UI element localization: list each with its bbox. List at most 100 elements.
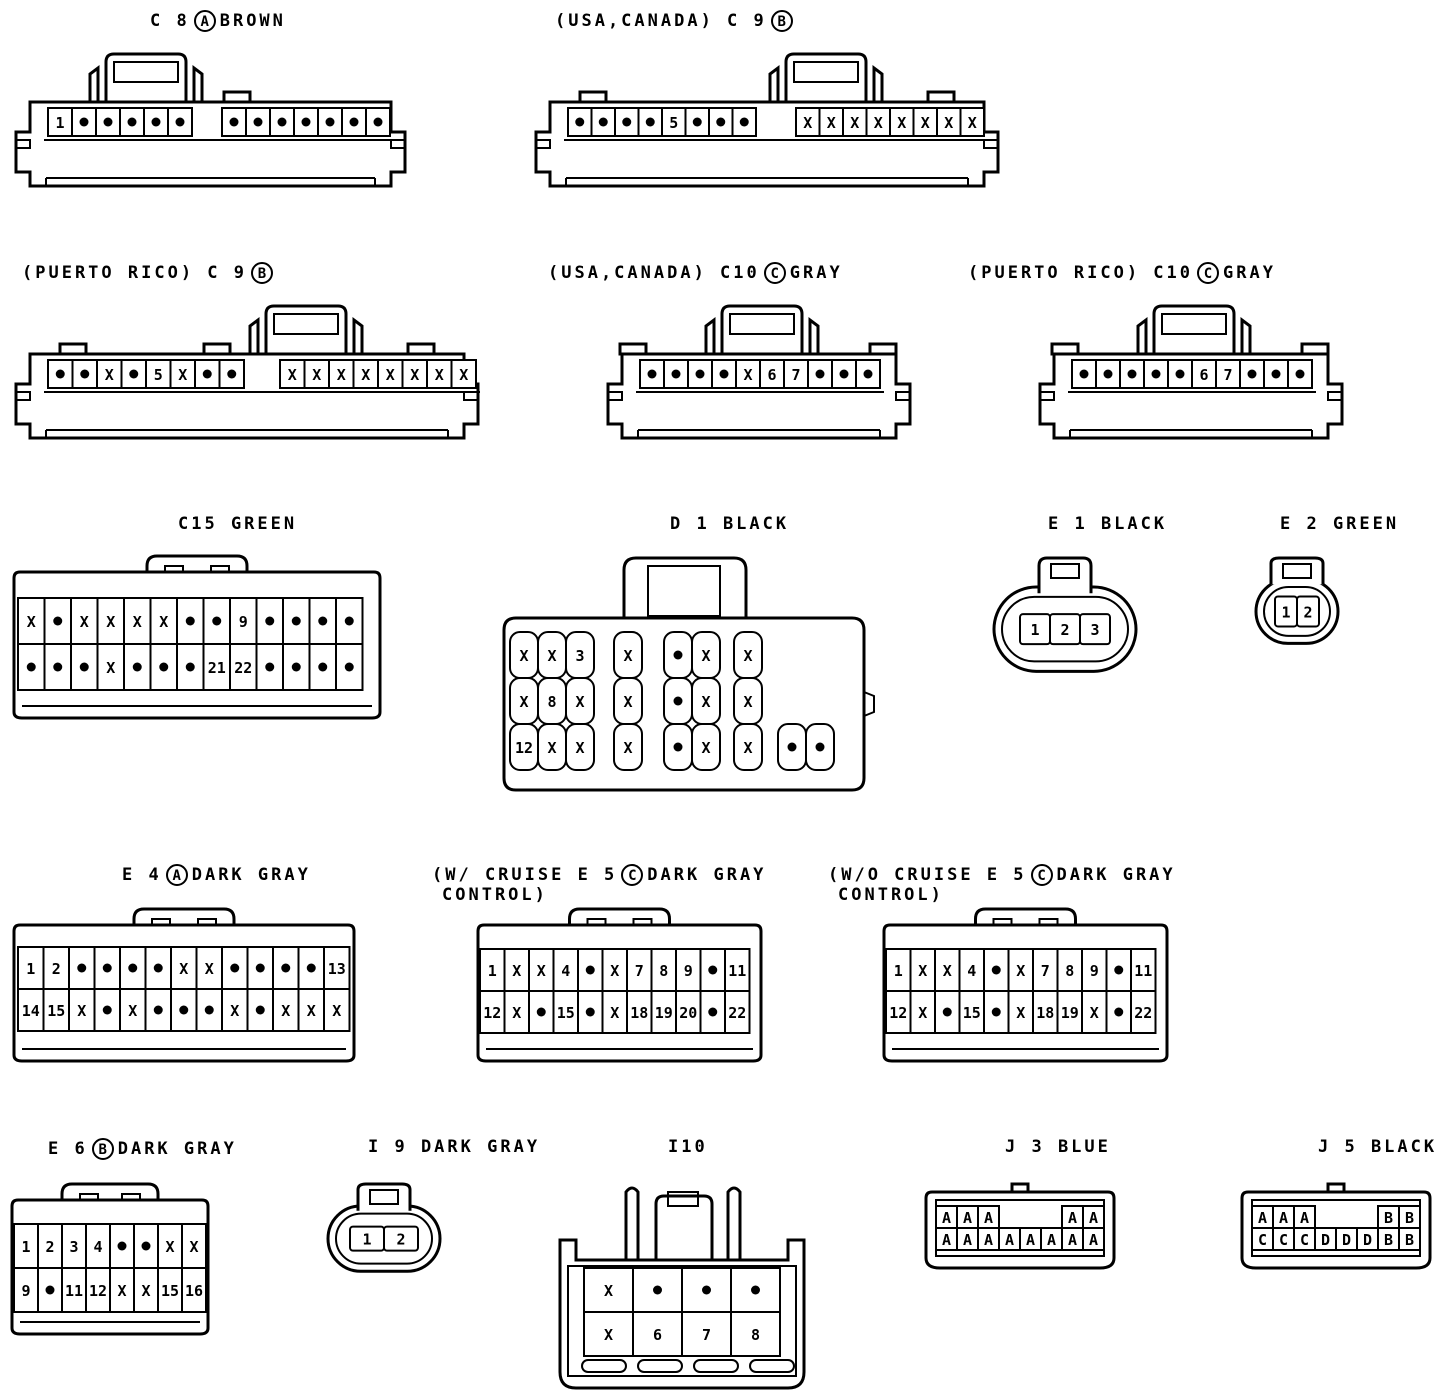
title-text-line2: CONTROL) [838, 885, 944, 905]
title-text: J 5 BLACK [1318, 1137, 1438, 1157]
pin-x-mark: X [27, 613, 36, 631]
side-clip [607, 391, 623, 401]
bottom-slot [749, 1359, 795, 1373]
pin-cavity [1130, 990, 1157, 1034]
pin-dot [1271, 369, 1281, 379]
pin-number: 2 [1060, 621, 1069, 639]
pin-dot [839, 369, 849, 379]
pin-number: 18 [630, 1004, 648, 1022]
latch [720, 304, 804, 354]
pin-cavity [601, 948, 628, 992]
title-text: E 1 BLACK [1048, 514, 1168, 534]
pin-number: 11 [728, 962, 746, 980]
pin-number: 15 [47, 1002, 65, 1020]
pin-dot [151, 117, 161, 127]
pin-cavity [68, 988, 96, 1032]
pin-dot [212, 616, 222, 626]
pin-dot [787, 742, 797, 752]
pin-x-mark: X [435, 366, 444, 384]
pin-cavity [1056, 948, 1083, 992]
latch [1269, 556, 1325, 585]
pin-cavity [308, 643, 337, 691]
title-text: DARK GRAY [1056, 865, 1176, 885]
pin-x-mark: X [337, 366, 346, 384]
pin-number: 6 [767, 366, 776, 384]
pin-number: 9 [21, 1282, 30, 1300]
pin-cavity [157, 1267, 183, 1313]
pin-dot [702, 1285, 711, 1295]
pin-dot [227, 369, 237, 379]
pin-x-mark: X [312, 366, 321, 384]
bottom-slot [581, 1359, 627, 1373]
pin-number: C [1300, 1231, 1309, 1249]
pin-number: 8 [547, 693, 556, 711]
pin-x-mark: X [537, 962, 546, 980]
pin-x-mark: X [610, 962, 619, 980]
side-clip [863, 691, 875, 717]
pin-number: B [1405, 1209, 1414, 1227]
pin-x-mark: X [189, 1238, 198, 1256]
pin-dot [1247, 369, 1257, 379]
title-text: E 2 GREEN [1280, 514, 1400, 534]
pin-dot [281, 963, 291, 973]
pin-cavity [218, 359, 245, 389]
pin-cavity [1081, 990, 1108, 1034]
pin-dot [230, 963, 240, 973]
pin-cavity [909, 990, 936, 1034]
pin-dot [291, 662, 301, 672]
pin-dot [128, 963, 138, 973]
pin-dot [1151, 369, 1161, 379]
title-e2: E 2 GREEN [1280, 515, 1399, 533]
title-text: C15 GREEN [178, 514, 298, 534]
pin-dot [175, 117, 185, 127]
pin-cavity [202, 597, 231, 645]
pin-dot [117, 1241, 127, 1251]
pin-number: A [1300, 1209, 1309, 1227]
pin-x-mark: X [968, 114, 977, 132]
pin-dot [185, 616, 195, 626]
pin-x-mark: X [921, 114, 930, 132]
pin-dot [991, 965, 1001, 975]
pin-dot [202, 369, 212, 379]
pin-number: 13 [328, 960, 346, 978]
housing-inner [567, 1265, 797, 1377]
pin-number: 4 [93, 1238, 102, 1256]
pin-cavity [383, 1225, 419, 1252]
pin-dot [306, 963, 316, 973]
pin-number: A [984, 1209, 993, 1227]
pin-dot [645, 117, 655, 127]
pin-cavity [724, 990, 751, 1034]
pin-number: A [1047, 1231, 1056, 1249]
pin-number: A [1089, 1231, 1098, 1249]
side-clip [535, 139, 551, 149]
pin-x-mark: X [547, 647, 556, 665]
pin-number: A [984, 1231, 993, 1249]
pin-cavity [1296, 595, 1320, 628]
pin-number: 7 [791, 366, 800, 384]
pin-dot [991, 1007, 1001, 1017]
pin-dot [585, 1007, 595, 1017]
latch-window [1161, 313, 1227, 335]
pin-dot [653, 1285, 662, 1295]
latch-arm [872, 65, 884, 102]
pin-cavity [687, 359, 713, 389]
pin-number: 2 [396, 1231, 405, 1249]
pin-cavity [934, 948, 961, 992]
latch-arm [352, 317, 364, 354]
pin-cavity [170, 988, 198, 1032]
latch-window [1282, 563, 1312, 579]
pin-dot [318, 662, 328, 672]
pin-dot [708, 965, 718, 975]
pin-cavity [450, 359, 477, 389]
pin-number: A [942, 1231, 951, 1249]
pin-x-mark: X [133, 613, 142, 631]
latch-window [647, 565, 721, 617]
pin-cavity [733, 723, 763, 771]
